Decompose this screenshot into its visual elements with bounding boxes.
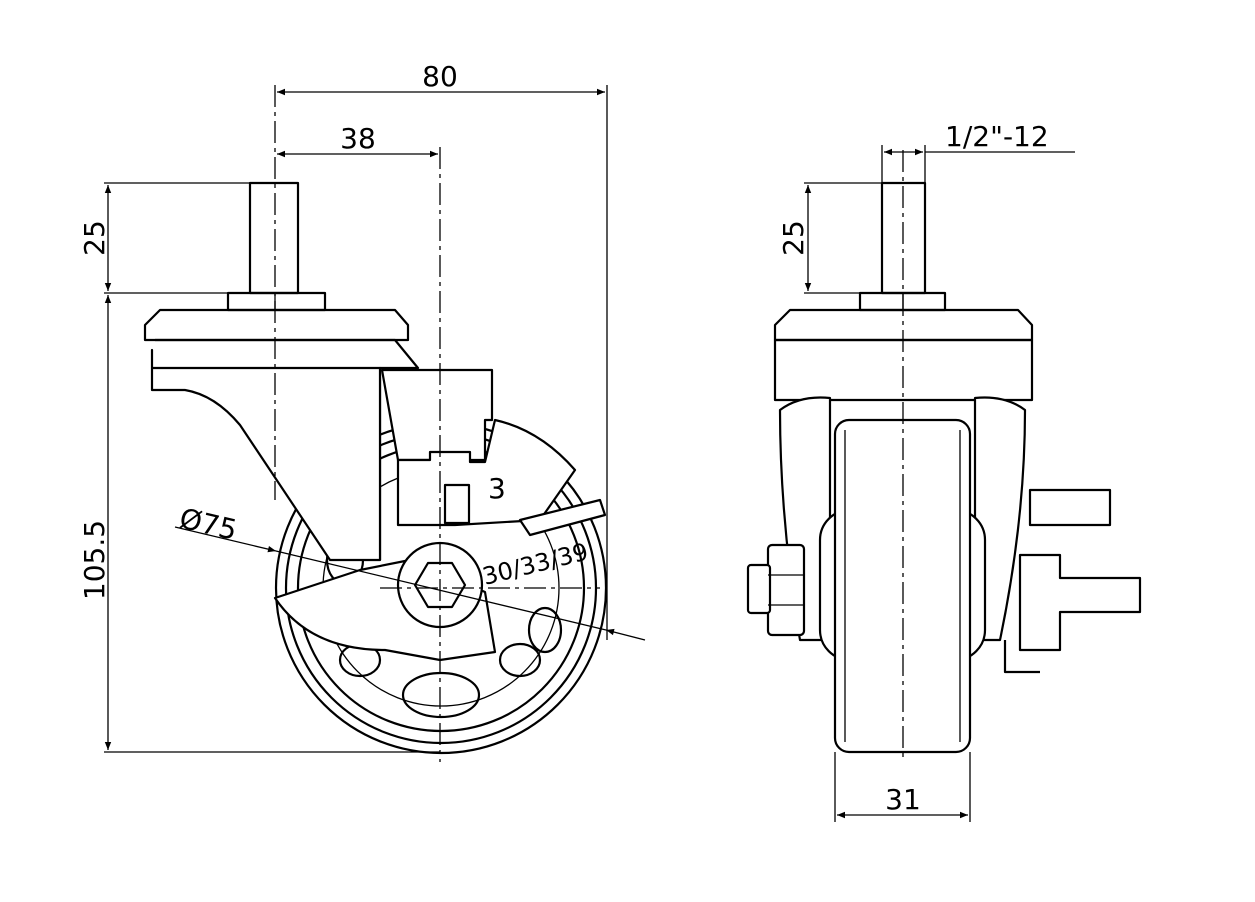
dim-offset: 38 bbox=[340, 122, 376, 155]
front-view: 1/2"-12 25 31 bbox=[746, 120, 1142, 822]
brake-lever-lower bbox=[1018, 553, 1142, 652]
dim-front-stem-height: 25 bbox=[777, 220, 810, 256]
side-top-plate bbox=[143, 308, 410, 342]
brake-label: 3 bbox=[488, 472, 506, 505]
dim-overall-width: 80 bbox=[422, 60, 458, 93]
dim-thread: 1/2"-12 bbox=[945, 120, 1049, 153]
wheel-options-label: 30/33/39 bbox=[480, 538, 591, 591]
dim-wheel-diameter: Ø75 bbox=[176, 502, 240, 547]
dim-wheel-width: 31 bbox=[885, 783, 921, 816]
dim-stem-height: 25 bbox=[78, 220, 111, 256]
side-view: 80 38 25 105.5 Ø75 3 30/33/39 bbox=[78, 60, 646, 762]
brake-lever-upper bbox=[1028, 488, 1112, 527]
axle-nut bbox=[766, 543, 806, 637]
dim-total-height: 105.5 bbox=[78, 520, 111, 600]
side-stem bbox=[248, 181, 300, 295]
side-fork bbox=[150, 348, 382, 562]
